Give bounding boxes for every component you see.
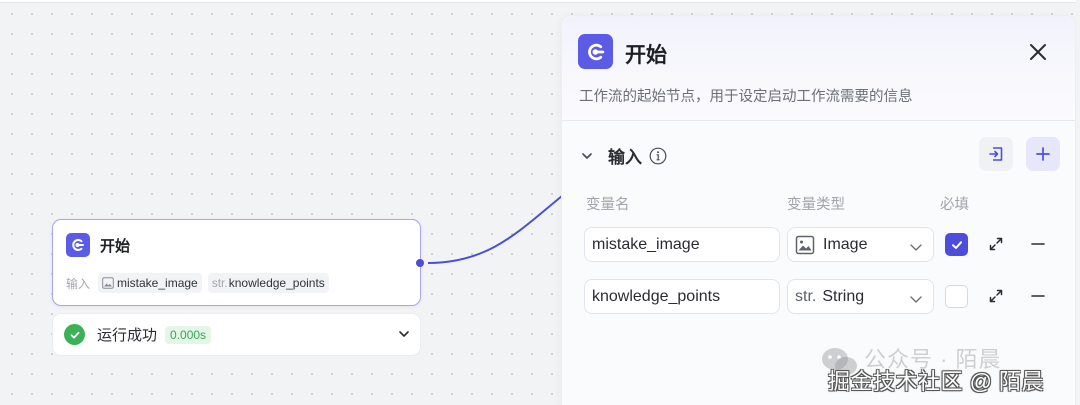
input-name: mistake_image	[117, 276, 198, 290]
input-name: knowledge_points	[228, 276, 325, 290]
duration-badge: 0.000s	[165, 325, 212, 344]
variable-row: mistake_image Image	[584, 227, 1064, 262]
top-border	[0, 0, 1080, 3]
minus-icon	[1031, 295, 1045, 297]
status-text: 运行成功	[97, 327, 158, 344]
add-variable-button[interactable]	[1026, 137, 1060, 171]
panel-header: 开始 工作流的起始节点，用于设定启动工作流需要的信息	[562, 16, 1075, 121]
variable-type-select[interactable]: Image	[787, 227, 934, 262]
output-port[interactable]	[416, 259, 424, 267]
node-header: 开始	[66, 233, 130, 257]
column-header-type: 变量类型	[787, 197, 845, 213]
expand-icon	[989, 289, 1003, 303]
required-checkbox[interactable]	[945, 233, 968, 256]
string-type-prefix: str.	[795, 287, 817, 305]
variable-row: knowledge_points str. String	[584, 279, 1064, 314]
expand-button[interactable]	[987, 287, 1005, 305]
chevron-down-icon[interactable]	[580, 149, 594, 163]
canvas-edge-strip	[1076, 0, 1080, 405]
inputs-section-header[interactable]: 输入	[580, 143, 667, 168]
section-title: 输入	[608, 148, 642, 167]
remove-variable-button[interactable]	[1029, 235, 1047, 253]
string-type-prefix: str.	[211, 276, 228, 290]
start-icon	[66, 233, 90, 257]
import-icon	[989, 147, 1003, 161]
inputs-label: 输入	[66, 276, 91, 291]
node-config-panel: 开始 工作流的起始节点，用于设定启动工作流需要的信息 输入 变量名 变量类型 必…	[561, 15, 1076, 405]
run-status-bar[interactable]: 运行成功 0.000s	[52, 313, 421, 356]
info-icon[interactable]	[649, 147, 667, 165]
check-circle-icon	[64, 324, 85, 345]
node-inputs: 输入 mistake_image str. knowledge_points	[66, 273, 335, 293]
start-node[interactable]: 开始 输入 mistake_image str. knowledge_point…	[52, 219, 424, 306]
expand-button[interactable]	[987, 235, 1005, 253]
expand-icon	[989, 237, 1003, 251]
close-button[interactable]	[1027, 41, 1049, 63]
panel-description: 工作流的起始节点，用于设定启动工作流需要的信息	[579, 89, 913, 105]
connection-edge	[427, 195, 563, 264]
variable-name-input[interactable]: mistake_image	[584, 227, 780, 262]
plus-icon	[1036, 147, 1050, 161]
column-header-required: 必填	[940, 197, 969, 213]
variable-type-select[interactable]: str. String	[787, 279, 934, 314]
input-tag: str. knowledge_points	[207, 273, 329, 293]
image-icon	[102, 277, 114, 289]
remove-variable-button[interactable]	[1029, 287, 1047, 305]
column-header-name: 变量名	[586, 197, 630, 213]
close-icon	[1030, 44, 1046, 60]
minus-icon	[1031, 243, 1045, 245]
import-button[interactable]	[979, 137, 1013, 171]
start-icon	[578, 34, 613, 69]
chevron-down-icon	[909, 292, 923, 310]
check-icon	[951, 240, 962, 249]
variable-name-input[interactable]: knowledge_points	[584, 279, 780, 314]
type-value: String	[822, 287, 865, 305]
input-tag: mistake_image	[98, 273, 202, 293]
chevron-down-icon	[909, 240, 923, 258]
required-checkbox[interactable]	[945, 285, 968, 308]
type-value: Image	[823, 235, 868, 253]
node-title: 开始	[100, 237, 131, 255]
panel-title: 开始	[625, 44, 667, 67]
chevron-down-icon[interactable]	[397, 327, 411, 346]
image-icon	[795, 235, 815, 255]
